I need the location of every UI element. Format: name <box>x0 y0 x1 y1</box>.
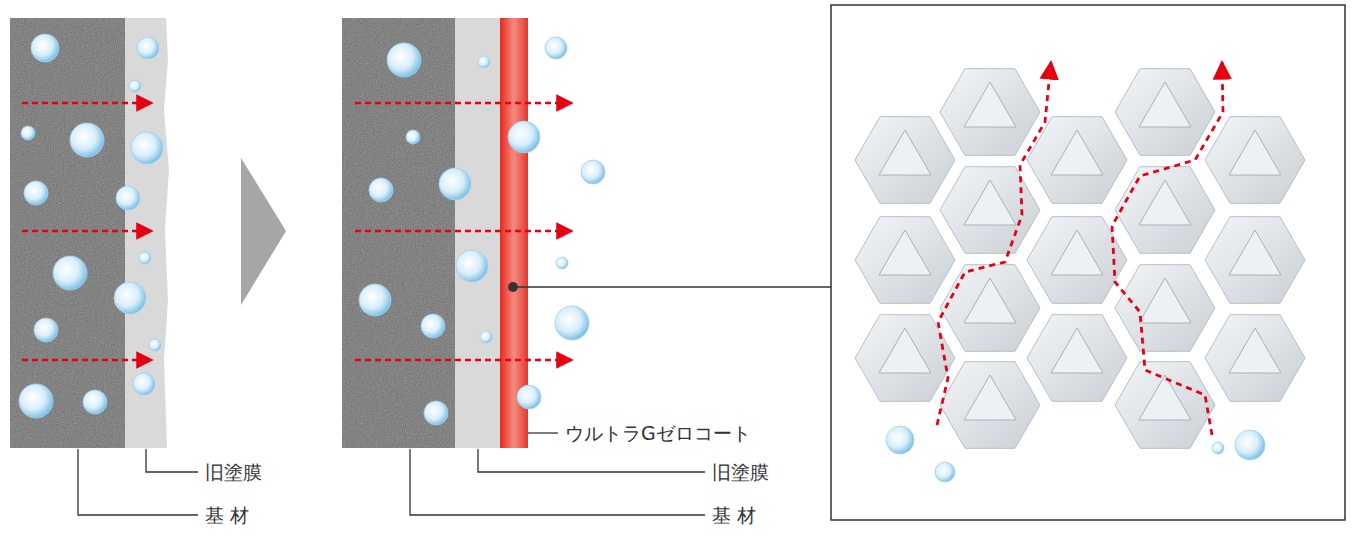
crystal-facet <box>1229 230 1281 275</box>
crystal <box>940 69 1040 156</box>
crystal-facet <box>879 328 931 373</box>
bubble <box>116 186 140 210</box>
bubble <box>1235 430 1265 460</box>
crystal-facet <box>964 180 1016 225</box>
part-label: 旧塗膜 <box>712 461 769 484</box>
part-label: 旧塗膜 <box>205 461 262 484</box>
zoom-frame <box>831 5 1345 520</box>
crystal <box>940 167 1040 254</box>
vapor-paths <box>937 62 1223 435</box>
bubble <box>555 306 589 340</box>
vapor-arrows <box>22 103 152 360</box>
crystal <box>855 217 955 304</box>
old-coating <box>455 18 501 448</box>
bubble <box>369 178 393 202</box>
bubble <box>545 37 567 59</box>
bubble <box>478 56 490 68</box>
bubble <box>31 34 59 62</box>
substrate <box>10 18 126 448</box>
bubble <box>53 256 87 290</box>
crystal-facet <box>964 375 1016 420</box>
bubble <box>886 426 914 454</box>
crystal <box>1205 217 1305 304</box>
crystal-facet <box>1139 278 1191 323</box>
transition-arrow <box>241 158 286 305</box>
crystal-facet <box>1051 130 1103 175</box>
bubble <box>508 121 540 153</box>
bubble <box>129 80 141 92</box>
vapor-arrows <box>355 103 572 360</box>
bubble <box>83 390 107 414</box>
crystal-facet <box>964 82 1016 127</box>
bubble <box>137 37 159 59</box>
bubble <box>133 373 155 395</box>
crystal-facet <box>1051 328 1103 373</box>
bubble <box>19 384 53 418</box>
callout-dot <box>508 282 518 292</box>
zero-coat-layer <box>500 18 528 448</box>
bubbles <box>19 34 163 418</box>
bubble <box>131 132 163 164</box>
part-label: 基 材 <box>712 504 756 527</box>
crystal <box>1205 117 1305 204</box>
crystal <box>1205 315 1305 402</box>
bubble <box>421 314 445 338</box>
bubble <box>517 385 541 409</box>
crystal <box>855 117 955 204</box>
bubble <box>480 331 492 343</box>
bubble <box>21 126 35 140</box>
crystal-facet <box>1051 230 1103 275</box>
crystal-facet <box>1229 130 1281 175</box>
crystal-facet <box>1139 82 1191 127</box>
bubble <box>387 43 421 77</box>
bubble <box>149 339 161 351</box>
crystal-facet <box>1139 180 1191 225</box>
crystal <box>940 362 1040 449</box>
crystals <box>855 69 1305 449</box>
bubble <box>24 181 48 205</box>
bubble <box>34 318 58 342</box>
bubble <box>556 257 568 269</box>
crystal <box>1115 362 1215 449</box>
bubble <box>139 252 151 264</box>
bubble <box>935 462 955 482</box>
bubble <box>406 130 420 144</box>
bubbles <box>886 426 1265 482</box>
leader-lines <box>78 449 198 515</box>
crystal <box>1027 315 1127 402</box>
crystal <box>940 265 1040 352</box>
crystal <box>1115 167 1215 254</box>
bubble <box>439 168 471 200</box>
old-coating <box>125 18 169 448</box>
crystal <box>1115 265 1215 352</box>
crystal-facet <box>879 230 931 275</box>
bubble <box>359 284 391 316</box>
bubble <box>424 401 448 425</box>
crystal-facet <box>964 278 1016 323</box>
bubble <box>456 250 488 282</box>
part-label: ウルトラGゼロコート <box>565 422 751 445</box>
bubble <box>70 123 104 157</box>
crystal-facet <box>1139 375 1191 420</box>
crystal <box>1115 69 1215 156</box>
crystal-facet <box>1229 328 1281 373</box>
bubble <box>114 282 146 314</box>
bubble <box>581 160 605 184</box>
part-label: 基 材 <box>205 504 249 527</box>
bubble <box>1212 442 1224 454</box>
leader-lines <box>410 287 831 515</box>
substrate <box>342 18 456 448</box>
crystal-facet <box>879 130 931 175</box>
